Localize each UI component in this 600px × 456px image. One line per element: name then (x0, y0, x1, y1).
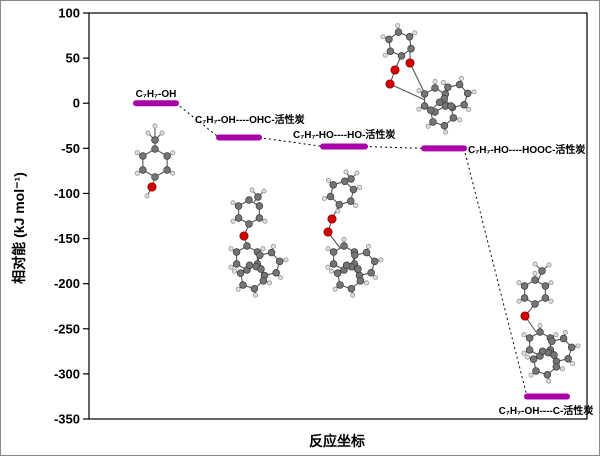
x-axis-title: 反应坐标 (309, 433, 365, 449)
level-connector (258, 137, 324, 148)
y-axis-tick-label: -300 (54, 366, 80, 381)
y-axis-tick-label: 100 (58, 6, 80, 21)
level-connector (364, 146, 425, 149)
energy-level-label: C₇H₇-OH (136, 89, 177, 100)
y-axis-tick-label: -250 (54, 321, 80, 336)
molecule-complex-c-carbon (516, 261, 581, 384)
y-axis-tick-label: -100 (54, 186, 80, 201)
y-axis-tick-label: -200 (54, 276, 80, 291)
molecule-reactant-cresol (134, 123, 176, 199)
energy-level-label: C₇H₇-HO----HO-活性炭 (293, 128, 395, 141)
y-axis-tick-label: 0 (73, 96, 80, 111)
energy-level-label: C₇H₇-OH----OHC-活性炭 (195, 113, 305, 126)
energy-level-label: C₇H₇-HO----HOOC-活性炭 (468, 143, 585, 156)
molecule-complex-hooc-carbon (380, 23, 477, 135)
y-axis-tick-label: -150 (54, 231, 80, 246)
plot-frame (88, 12, 588, 420)
molecule-complex-ohc-carbon (228, 187, 289, 298)
level-connector (463, 148, 528, 397)
y-axis-title: 相对能 (kJ mol⁻¹) (11, 172, 27, 284)
molecule-complex-ho-carbon (321, 169, 384, 298)
level-connector (175, 102, 220, 138)
y-axis-tick-label: -350 (54, 412, 80, 427)
y-axis-tick-label: -50 (61, 141, 80, 156)
energy-level-label: C₇H₇-OH----C-活性炭 (499, 404, 594, 417)
y-axis-tick-label: 50 (66, 51, 80, 66)
